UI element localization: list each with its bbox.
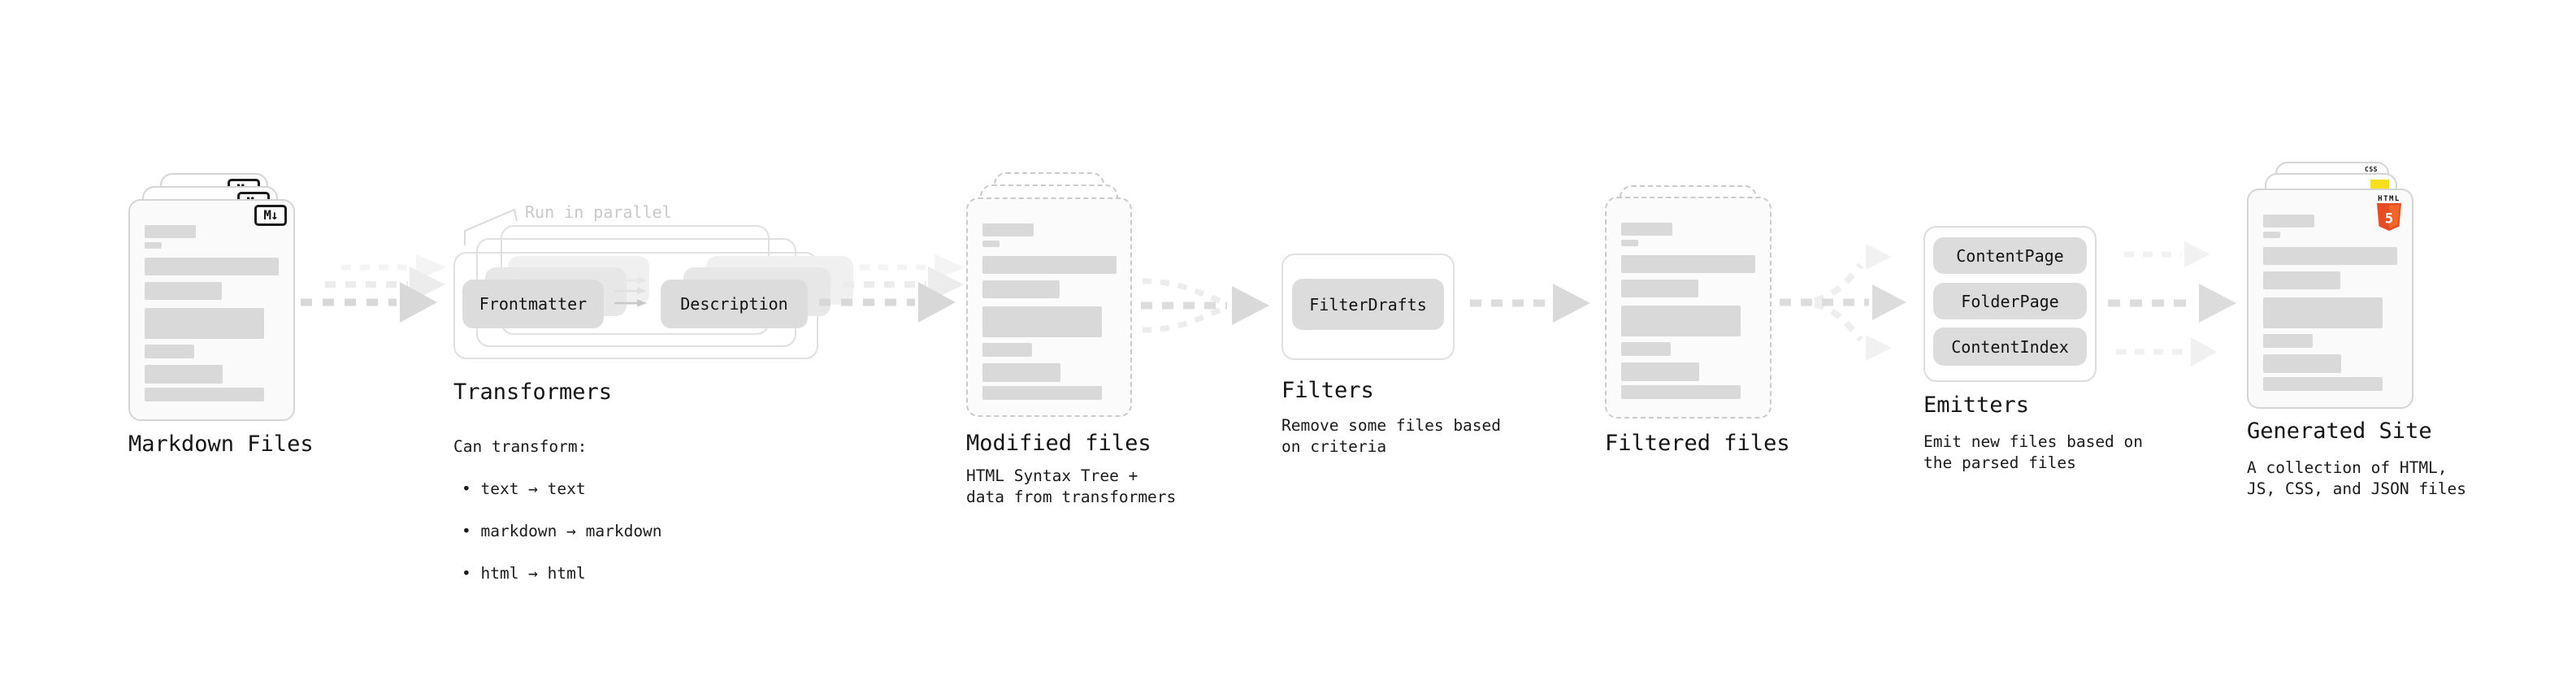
arrow-transformers-to-modified xyxy=(819,254,965,323)
placeholder-bar xyxy=(2263,354,2341,373)
html5-icon: HTML 5 xyxy=(2375,195,2403,235)
emitters-frame xyxy=(1923,226,2097,382)
html5-number: 5 xyxy=(2385,211,2393,228)
emitters-caption: Emit new files based on the parsed files xyxy=(1923,432,2144,472)
transformers-caption-heading: Can transform: xyxy=(453,437,588,456)
css-icon-label: CSS xyxy=(2365,166,2378,173)
transformer-step-description: Description xyxy=(661,280,808,328)
arrow-emitters-to-generated xyxy=(2108,241,2236,367)
markdown-icon: M↓ xyxy=(254,205,287,226)
html5-shield: 5 xyxy=(2377,203,2401,231)
run-in-parallel-note: Run in parallel xyxy=(525,202,672,222)
emitters-label: Emitters xyxy=(1923,393,2030,418)
placeholder-bar xyxy=(145,258,279,275)
generated-doc-card: HTML 5 xyxy=(2247,189,2413,409)
transformers-caption-item: • markdown → markdown xyxy=(462,522,662,540)
generated-site-label: Generated Site xyxy=(2247,419,2432,444)
transformers-caption-item: • html → html xyxy=(462,564,586,583)
placeholder-bar xyxy=(1621,223,1672,236)
doc-placeholder-bars xyxy=(1621,223,1755,399)
emitter-step-contentindex: ContentIndex xyxy=(1933,327,2087,366)
doc-placeholder-bars xyxy=(982,223,1117,400)
arrow-filtered-to-emitters xyxy=(1780,244,1906,361)
doc-placeholder-bars xyxy=(2263,215,2397,391)
placeholder-bar xyxy=(982,241,1000,247)
placeholder-bar xyxy=(2263,271,2340,289)
placeholder-bar xyxy=(982,343,1032,357)
placeholder-bar xyxy=(1621,306,1741,336)
placeholder-bar xyxy=(145,242,162,249)
modified-doc-card xyxy=(966,197,1132,417)
generated-site-caption: A collection of HTML, JS, CSS, and JSON … xyxy=(2247,458,2467,498)
placeholder-bar xyxy=(2263,232,2280,238)
placeholder-bar xyxy=(982,280,1060,298)
placeholder-bar xyxy=(145,345,194,358)
placeholder-bar xyxy=(145,365,223,384)
filter-step-filterdrafts: FilterDrafts xyxy=(1292,279,1444,330)
placeholder-bar xyxy=(1621,362,1699,381)
parallel-flow-arrows-icon xyxy=(614,276,647,307)
transformers-caption: Can transform: • text → text • markdown … xyxy=(453,415,662,605)
doc-placeholder-bars xyxy=(145,225,279,401)
markdown-files-label: Markdown Files xyxy=(128,432,314,457)
modified-files-caption: HTML Syntax Tree + data from transformer… xyxy=(966,466,1177,506)
placeholder-bar xyxy=(982,386,1102,400)
placeholder-bar xyxy=(982,306,1102,337)
placeholder-bar xyxy=(1621,255,1755,273)
modified-files-label: Modified files xyxy=(966,431,1151,456)
placeholder-bar xyxy=(2263,334,2313,348)
filtered-doc-card xyxy=(1605,197,1772,419)
placeholder-bar xyxy=(1621,240,1638,246)
emitter-step-contentpage: ContentPage xyxy=(1933,237,2087,274)
emitter-step-folderpage: FolderPage xyxy=(1933,283,2087,319)
transformers-label: Transformers xyxy=(453,380,613,405)
placeholder-bar xyxy=(1621,385,1741,399)
placeholder-bar xyxy=(2263,377,2383,391)
arrow-markdown-to-transformers xyxy=(301,254,447,323)
placeholder-bar xyxy=(1621,280,1698,297)
transformer-step-frontmatter: Frontmatter xyxy=(462,280,604,328)
arrow-modified-to-filters xyxy=(1141,278,1269,333)
filters-caption: Remove some files based on criteria xyxy=(1281,416,1502,456)
filters-frame xyxy=(1281,254,1455,360)
run-in-parallel-leader-line xyxy=(464,208,518,245)
placeholder-bar xyxy=(2263,247,2397,265)
filtered-files-label: Filtered files xyxy=(1605,431,1790,456)
placeholder-bar xyxy=(145,388,264,401)
html5-icon-label: HTML xyxy=(2378,195,2400,203)
transformers-caption-item: • text → text xyxy=(462,479,586,498)
filters-label: Filters xyxy=(1281,378,1374,403)
placeholder-bar xyxy=(145,308,264,339)
arrow-filters-to-filtered xyxy=(1470,284,1590,323)
placeholder-bar xyxy=(145,225,196,238)
javascript-icon xyxy=(2370,180,2389,190)
placeholder-bar xyxy=(982,256,1117,274)
placeholder-bar xyxy=(145,282,222,300)
placeholder-bar xyxy=(982,363,1060,382)
markdown-doc-card: M↓ xyxy=(128,199,295,421)
placeholder-bar xyxy=(2263,297,2383,328)
placeholder-bar xyxy=(1621,342,1671,356)
placeholder-bar xyxy=(982,223,1034,236)
placeholder-bar xyxy=(2263,215,2314,228)
